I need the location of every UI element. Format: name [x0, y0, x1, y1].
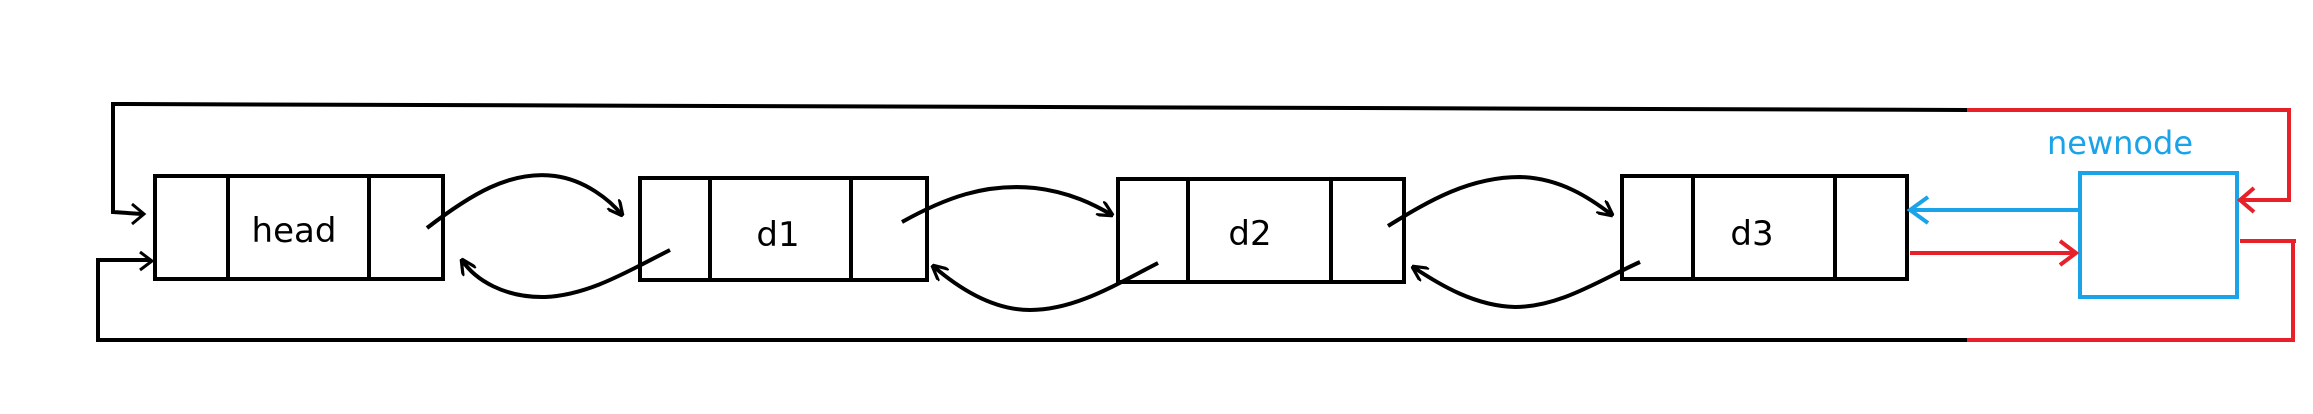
- prev-arrow-d1-head: [462, 248, 671, 300]
- node-head-label: head: [252, 211, 337, 251]
- node-d1: d1: [638, 176, 929, 282]
- next-arrow-head-d1: [425, 173, 622, 230]
- node-d3: d3: [1620, 174, 1909, 281]
- new-link-blue: [1906, 195, 2078, 225]
- prev-arrow-d3-d2: [1413, 260, 1641, 310]
- node-d1-label: d1: [756, 215, 799, 255]
- newnode-label: newnode: [2047, 124, 2193, 162]
- prev-arrow-d2-d1: [933, 261, 1159, 313]
- old-circular-links: [96, 101, 1968, 342]
- node-d2: d2: [1116, 177, 1406, 284]
- next-arrow-d1-d2: [901, 185, 1112, 224]
- node-d2-label: d2: [1228, 214, 1271, 254]
- node-head: head: [153, 174, 445, 281]
- node-d3-label: d3: [1730, 214, 1773, 254]
- next-arrow-d2-d3: [1386, 174, 1612, 228]
- node-newnode: newnode: [2047, 124, 2239, 299]
- new-links-red: [1910, 108, 2296, 342]
